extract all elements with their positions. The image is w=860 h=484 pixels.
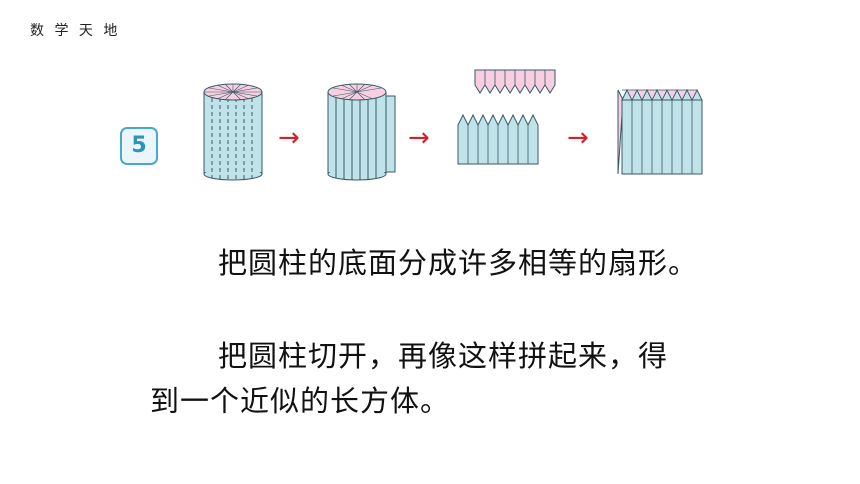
arrow-2: → <box>408 123 430 153</box>
cylinder-stage-2 <box>327 83 396 181</box>
cuboid-stage-4 <box>617 88 703 175</box>
arrow-3: → <box>567 123 589 153</box>
section-title: 数 学 天 地 <box>30 23 121 39</box>
cylinder-stage-1 <box>203 83 263 181</box>
explanation-line-2a: 把圆柱切开，再像这样拼起来，得 <box>218 339 669 373</box>
explanation-line-1: 把圆柱的底面分成许多相等的扇形。 <box>218 246 699 280</box>
explanation-line-2b: 到一个近似的长方体。 <box>150 384 451 418</box>
cylinder-to-cuboid-illustration: → → <box>203 69 703 181</box>
arrow-1: → <box>278 123 300 153</box>
halves-stage-3 <box>457 69 556 165</box>
problem-number-badge: 5 <box>120 127 158 165</box>
